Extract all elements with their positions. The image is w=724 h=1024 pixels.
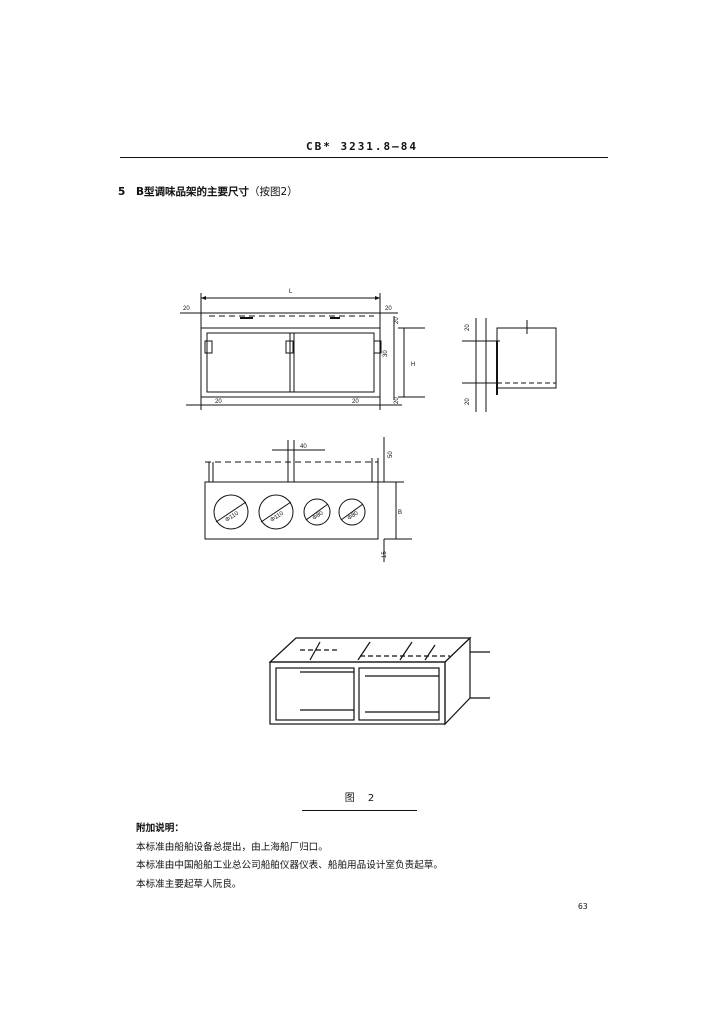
- caption-rule: [302, 810, 417, 811]
- section-heading: 5 B型调味品架的主要尺寸（按图2）: [118, 184, 298, 199]
- side-dim-top: 20: [465, 324, 471, 331]
- notes-title: 附加说明：: [136, 823, 184, 834]
- dim-right-margin: 20: [385, 306, 392, 312]
- dim-length-label: L: [289, 289, 293, 295]
- hole-2-diameter: Φ110: [270, 510, 286, 523]
- dim-bottom-left: 20: [215, 399, 222, 405]
- plan-view: 40 50 B 15 Φ110 Φ110 Φ80 Φ80: [204, 437, 412, 562]
- plan-dim-bottom: 15: [382, 551, 388, 558]
- side-dim-bottom: 20: [465, 398, 471, 405]
- plan-dim-depth: B: [398, 510, 402, 516]
- section-number: 5: [118, 186, 126, 198]
- figure-caption: 图 2: [344, 793, 380, 804]
- notes-line-1: 本标准由船舶设备总提出，由上海船厂归口。: [136, 841, 328, 853]
- dim-top-small: 20: [394, 317, 400, 324]
- hole-4-diameter: Φ80: [347, 510, 360, 522]
- dim-mid-height: 30: [383, 350, 389, 357]
- dim-height-label: H: [411, 362, 415, 368]
- hole-1-diameter: Φ110: [225, 510, 241, 523]
- hole-3-diameter: Φ80: [312, 510, 325, 522]
- dim-left-margin: 20: [183, 306, 190, 312]
- front-view: L 20 20 20 30 H 20 20 20: [180, 289, 425, 410]
- section-title: B型调味品架的主要尺寸: [136, 186, 250, 198]
- notes-line-2: 本标准由中国船舶工业总公司船舶仪器仪表、船舶用品设计室负责起草。: [136, 860, 443, 871]
- side-view: 20 20: [462, 318, 557, 412]
- plan-dim-slot: 40: [300, 444, 307, 450]
- dim-bottom-right: 20: [352, 399, 359, 405]
- isometric-view: [268, 636, 490, 726]
- section-title-ref: （按图2）: [249, 186, 298, 198]
- dim-bottom-height: 20: [394, 397, 400, 404]
- header-rule: [120, 157, 608, 158]
- notes-line-3: 本标准主要起草人阮良。: [136, 878, 242, 890]
- additional-notes: 附加说明： 本标准由船舶设备总提出，由上海船厂归口。 本标准由中国船舶工业总公司…: [136, 820, 443, 894]
- page-number: 63: [578, 902, 588, 911]
- standard-number-header: CB* 3231.8—84: [305, 140, 419, 153]
- plan-dim-top-height: 50: [388, 451, 394, 458]
